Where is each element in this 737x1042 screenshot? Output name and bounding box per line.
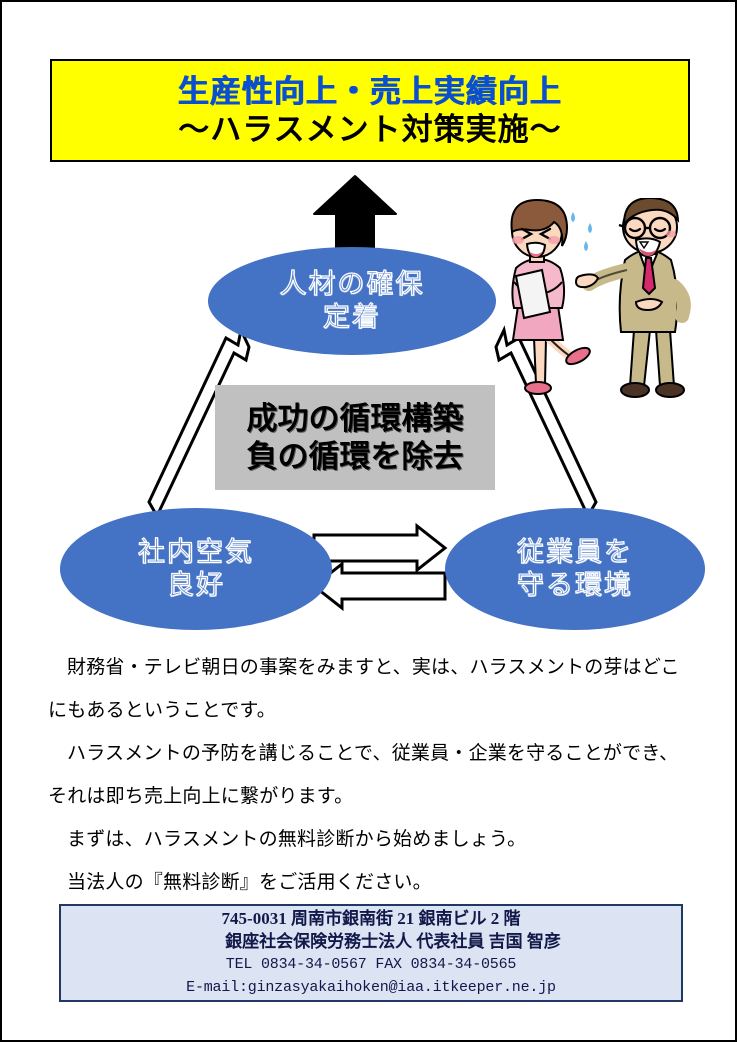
- sweat-drops-icon: [571, 212, 592, 251]
- diagram-node-bottom-right-line-1: 従業員を: [516, 536, 633, 568]
- diagram-node-bottom-left: 社内空気 良好: [60, 508, 332, 630]
- contact-email[interactable]: E-mail:ginzasyakaihoken@iaa.itkeeper.ne.…: [186, 979, 556, 996]
- diagram-node-bottom-right: 従業員を 守る環境: [445, 508, 705, 630]
- contact-box: 745-0031 周南市銀南街 21 銀南ビル 2 階 銀座社会保険労務士法人 …: [59, 904, 683, 1002]
- body-paragraph-1: 財務省・テレビ朝日の事案をみますと、実は、ハラスメントの芽はどこにもあるというこ…: [48, 657, 680, 721]
- glasses-icon: [618, 216, 672, 240]
- contact-company-representative: 銀座社会保険労務士法人 代表社員 吉国 智彦: [225, 932, 561, 951]
- center-box-line-2: 負の循環を除去: [246, 439, 464, 474]
- diagram-node-top-line-1: 人材の確保: [279, 268, 425, 300]
- harassment-scene-illustration: [510, 198, 691, 398]
- diagram-node-bottom-left-line-1: 社内空気: [137, 536, 254, 568]
- figure-man-pointing: [574, 198, 691, 398]
- body-paragraph-4: 当法人の『無料診断』をご活用ください。: [67, 872, 432, 893]
- figure-woman-distressed: [510, 198, 591, 395]
- arrow-left-to-right-icon: [312, 522, 448, 574]
- arrow-right-to-left-icon: [311, 560, 447, 612]
- contact-address: 745-0031 周南市銀南街 21 銀南ビル 2 階: [221, 909, 521, 928]
- contact-tel-fax: TEL 0834-34-0567 FAX 0834-34-0565: [225, 956, 517, 973]
- title-line-2: ～ハラスメント対策実施～: [178, 111, 562, 147]
- title-line-1: 生産性向上・売上実績向上: [178, 73, 562, 109]
- center-box-line-1: 成功の循環構築: [246, 400, 464, 436]
- diagram-node-bottom-right-line-2: 守る環境: [516, 569, 633, 600]
- diagram-node-bottom-left-line-2: 良好: [166, 569, 225, 600]
- diagram-center-box: 成功の循環構築 負の循環を除去: [215, 385, 495, 490]
- body-text: 財務省・テレビ朝日の事案をみますと、実は、ハラスメントの芽はどこにもあるというこ…: [48, 646, 696, 904]
- body-paragraph-2: ハラスメントの予防を講じることで、従業員・企業を守ることができ、それは即ち売上向…: [48, 743, 679, 807]
- diagram-node-top: 人材の確保 定着: [208, 247, 496, 355]
- body-paragraph-3: まずは、ハラスメントの無料診断から始めましょう。: [67, 829, 527, 850]
- diagram-node-top-line-2: 定着: [322, 301, 381, 332]
- title-banner: 生産性向上・売上実績向上 ～ハラスメント対策実施～: [50, 59, 690, 162]
